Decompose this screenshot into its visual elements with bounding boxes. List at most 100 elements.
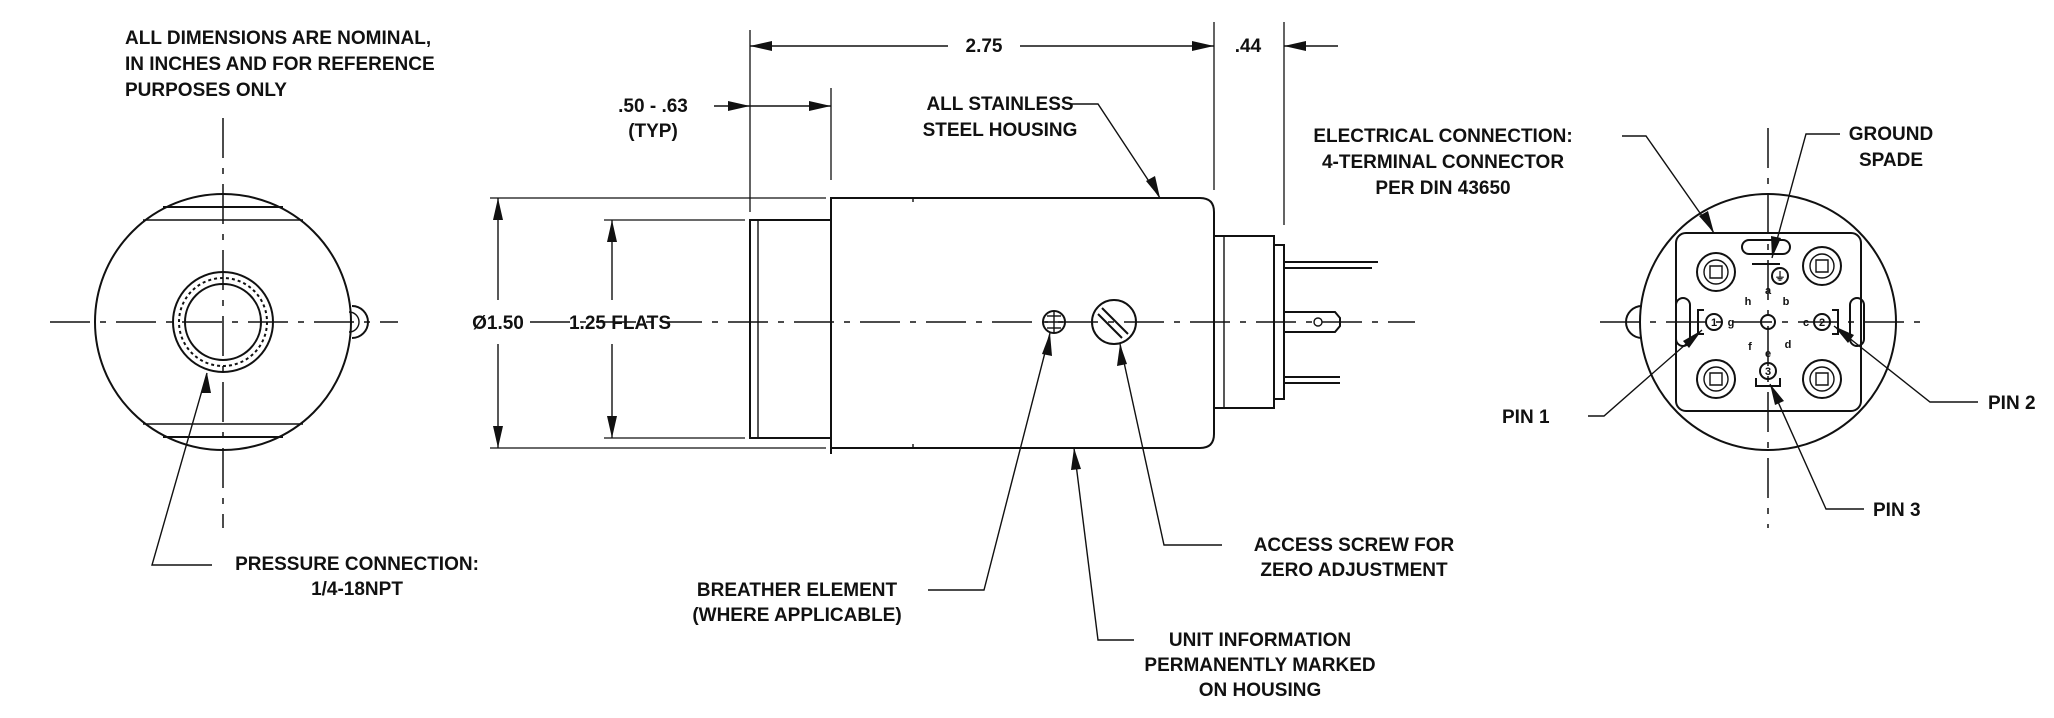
- left-view-side-boss: [351, 305, 369, 339]
- unit-info-callout: UNIT INFORMATION PERMANENTLY MARKED ON H…: [1071, 447, 1376, 701]
- pin1-leader: [1588, 329, 1703, 417]
- breather-label-1: BREATHER ELEMENT: [697, 580, 898, 601]
- pin3-number: 3: [1765, 366, 1771, 378]
- connector-flange: [1273, 244, 1285, 400]
- left-view-outer-circle: [94, 193, 352, 451]
- pin1-terminal: 1: [1697, 309, 1723, 335]
- pin1-number: 1: [1711, 317, 1717, 329]
- access-screw-slot-b: [1097, 313, 1123, 339]
- housing-callout: ALL STAINLESS STEEL HOUSING: [923, 94, 1161, 199]
- access-screw-leader: [1119, 343, 1222, 546]
- flats-dim-arrow-bottom: [607, 416, 617, 438]
- general-note-line-3: PURPOSES ONLY: [125, 80, 287, 101]
- pressure-port-inner: [184, 283, 262, 361]
- pin2-arrowhead: [1834, 326, 1854, 343]
- pin1-callout: PIN 1: [1502, 329, 1703, 428]
- access-screw-label-1: ACCESS SCREW FOR: [1254, 535, 1455, 556]
- diameter-dim-text: Ø1.50: [472, 313, 524, 334]
- ground-terminal: ⏚: [1771, 267, 1789, 285]
- connector-center-pin-hole: [1313, 317, 1323, 327]
- pressure-port-thread: [178, 277, 268, 367]
- connector-dim-text: .44: [1235, 36, 1262, 57]
- pressure-connection-leader: [151, 372, 212, 566]
- housing-arrowhead: [1146, 176, 1160, 198]
- electrical-label-2: 4-TERMINAL CONNECTOR: [1322, 152, 1564, 173]
- unit-info-label-3: ON HOUSING: [1199, 680, 1321, 701]
- right-view-side-boss: [1625, 305, 1643, 339]
- pin1-arrowhead: [1683, 330, 1702, 348]
- letter-f: f: [1748, 341, 1752, 353]
- letter-d: d: [1785, 339, 1792, 351]
- unit-info-label-2: PERMANENTLY MARKED: [1144, 655, 1375, 676]
- extension-lines: [490, 22, 1285, 449]
- letter-c: c: [1803, 317, 1809, 329]
- pin2-label: PIN 2: [1988, 393, 2036, 414]
- pressure-connection-label-2: 1/4-18NPT: [311, 579, 403, 600]
- pressure-connection-callout: PRESSURE CONNECTION: 1/4-18NPT: [151, 372, 479, 600]
- access-screw-callout: ACCESS SCREW FOR ZERO ADJUSTMENT: [1117, 343, 1455, 581]
- flats-dim-text: 1.25 FLATS: [569, 313, 671, 334]
- access-screw-slot-a: [1101, 307, 1129, 335]
- electrical-arrowhead: [1699, 211, 1714, 233]
- pressure-port-outer: [172, 271, 274, 373]
- step-dim-text: .50 - .63: [618, 96, 688, 117]
- unit-info-arrowhead: [1071, 448, 1081, 470]
- diameter-dim-arrow-bottom: [493, 426, 503, 448]
- main-housing: [830, 197, 1215, 449]
- ground-label-2: SPADE: [1859, 150, 1923, 171]
- letter-b: b: [1783, 296, 1790, 308]
- flats-dim-arrow-top: [607, 220, 617, 242]
- ground-spade-callout: GROUND SPADE: [1771, 124, 1933, 259]
- breather-callout: BREATHER ELEMENT (WHERE APPLICABLE): [692, 332, 1052, 626]
- pin3-terminal: 3: [1755, 362, 1781, 387]
- access-screw: [1091, 299, 1137, 345]
- ground-spade-slot: [1741, 239, 1791, 255]
- electrical-leader: [1622, 135, 1715, 234]
- unit-info-label-1: UNIT INFORMATION: [1169, 630, 1351, 651]
- pin3-callout: PIN 3: [1769, 383, 1921, 521]
- housing-leader: [1070, 103, 1161, 199]
- diameter-dim-arrow-top: [493, 198, 503, 220]
- pin3-leader: [1769, 383, 1864, 510]
- length-dimension: 2.75: [750, 36, 1214, 57]
- pin2-number: 2: [1819, 317, 1825, 329]
- breather-leader: [928, 332, 1051, 591]
- breather-label-2: (WHERE APPLICABLE): [692, 605, 901, 626]
- right-end-view: ⏚ 1 2 3 a b c d e f g h: [1600, 128, 1930, 528]
- breather-element: [1042, 310, 1066, 334]
- corner-screw: [1696, 359, 1736, 399]
- letter-a: a: [1765, 285, 1772, 297]
- electrical-label-1: ELECTRICAL CONNECTION:: [1313, 126, 1572, 147]
- pin2-slot: [1849, 297, 1865, 347]
- unit-info-leader: [1073, 447, 1134, 641]
- pin2-callout: PIN 2: [1833, 325, 2036, 414]
- left-end-view: [50, 118, 398, 528]
- ground-leader: [1771, 133, 1840, 259]
- center-post: [1760, 314, 1776, 330]
- pin3-label: PIN 3: [1873, 500, 1921, 521]
- pressure-connection-arrowhead: [201, 373, 211, 393]
- electrical-callout: ELECTRICAL CONNECTION: 4-TERMINAL CONNEC…: [1313, 126, 1715, 234]
- general-note-line-1: ALL DIMENSIONS ARE NOMINAL,: [125, 28, 431, 49]
- step-dim-typ: (TYP): [628, 121, 678, 142]
- step-length-dimension: .50 - .63 (TYP): [618, 96, 831, 142]
- step-dim-arrow-right: [809, 101, 831, 111]
- ground-label-1: GROUND: [1849, 124, 1933, 145]
- length-dim-arrow-left: [750, 41, 772, 51]
- length-dim-text: 2.75: [966, 36, 1003, 57]
- flats-dimension: 1.25 FLATS: [569, 220, 671, 438]
- letter-e: e: [1765, 348, 1771, 360]
- corner-screw: [1802, 246, 1842, 286]
- connector-center-pin: [1284, 311, 1341, 333]
- side-view: [530, 197, 1415, 454]
- pressure-connection-label-1: PRESSURE CONNECTION:: [235, 554, 479, 575]
- length-dim-arrow-right: [1192, 41, 1214, 51]
- pin2-leader: [1833, 325, 1978, 403]
- ground-terminal-mark: ⏚: [1775, 270, 1786, 283]
- pin3-arrowhead: [1770, 384, 1784, 405]
- corner-screw: [1802, 359, 1842, 399]
- corner-screw: [1696, 252, 1736, 292]
- letter-h: h: [1745, 296, 1752, 308]
- letter-g: g: [1728, 317, 1735, 329]
- ground-arrowhead: [1771, 236, 1781, 258]
